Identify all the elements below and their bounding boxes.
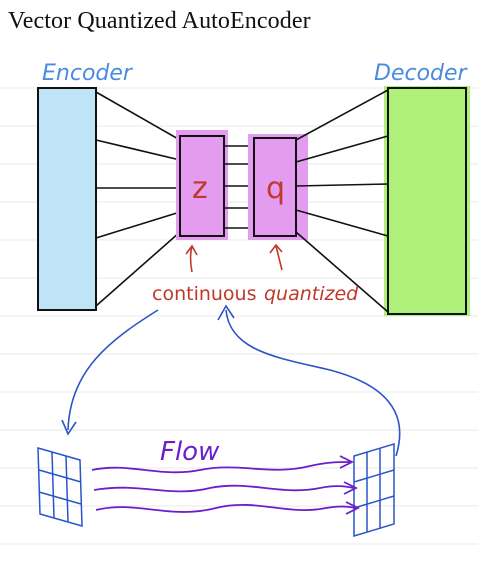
flow-label: Flow: [160, 437, 220, 467]
left-blue-arrow: [61, 309, 159, 436]
flow-arrows: [91, 455, 361, 515]
z-latent-block: [176, 130, 228, 240]
q-latent-block: [248, 134, 308, 240]
page-title: Vector Quantized AutoEncoder: [8, 8, 311, 34]
continuous-pointer-arrow: [185, 244, 198, 273]
right-blue-arrow: [217, 304, 401, 457]
continuous-annotation: continuous: [152, 283, 257, 305]
encoder-label: Encoder: [42, 61, 134, 86]
output-grid-icon: [353, 442, 395, 538]
quantized-annotation: quantized: [264, 283, 359, 305]
encoder-connections: [95, 91, 181, 307]
decoder-block: [384, 86, 470, 316]
quantized-pointer-arrow: [269, 243, 283, 271]
q-label: q: [266, 171, 285, 206]
decoder-label: Decoder: [374, 61, 469, 86]
encoder-block: [37, 87, 97, 311]
decoder-connections: [295, 89, 389, 313]
z-label: z: [192, 171, 208, 206]
input-grid-icon: [37, 446, 83, 528]
